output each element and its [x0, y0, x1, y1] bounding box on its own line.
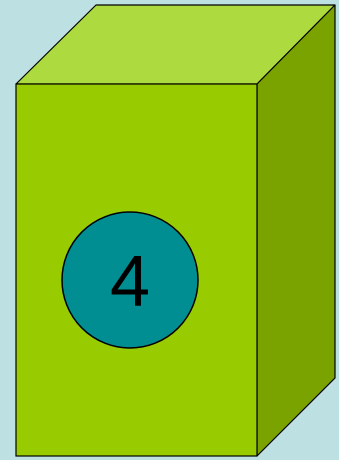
number-badge: 4: [62, 212, 198, 348]
badge-number: 4: [110, 242, 150, 322]
box-side-face: [257, 5, 335, 456]
